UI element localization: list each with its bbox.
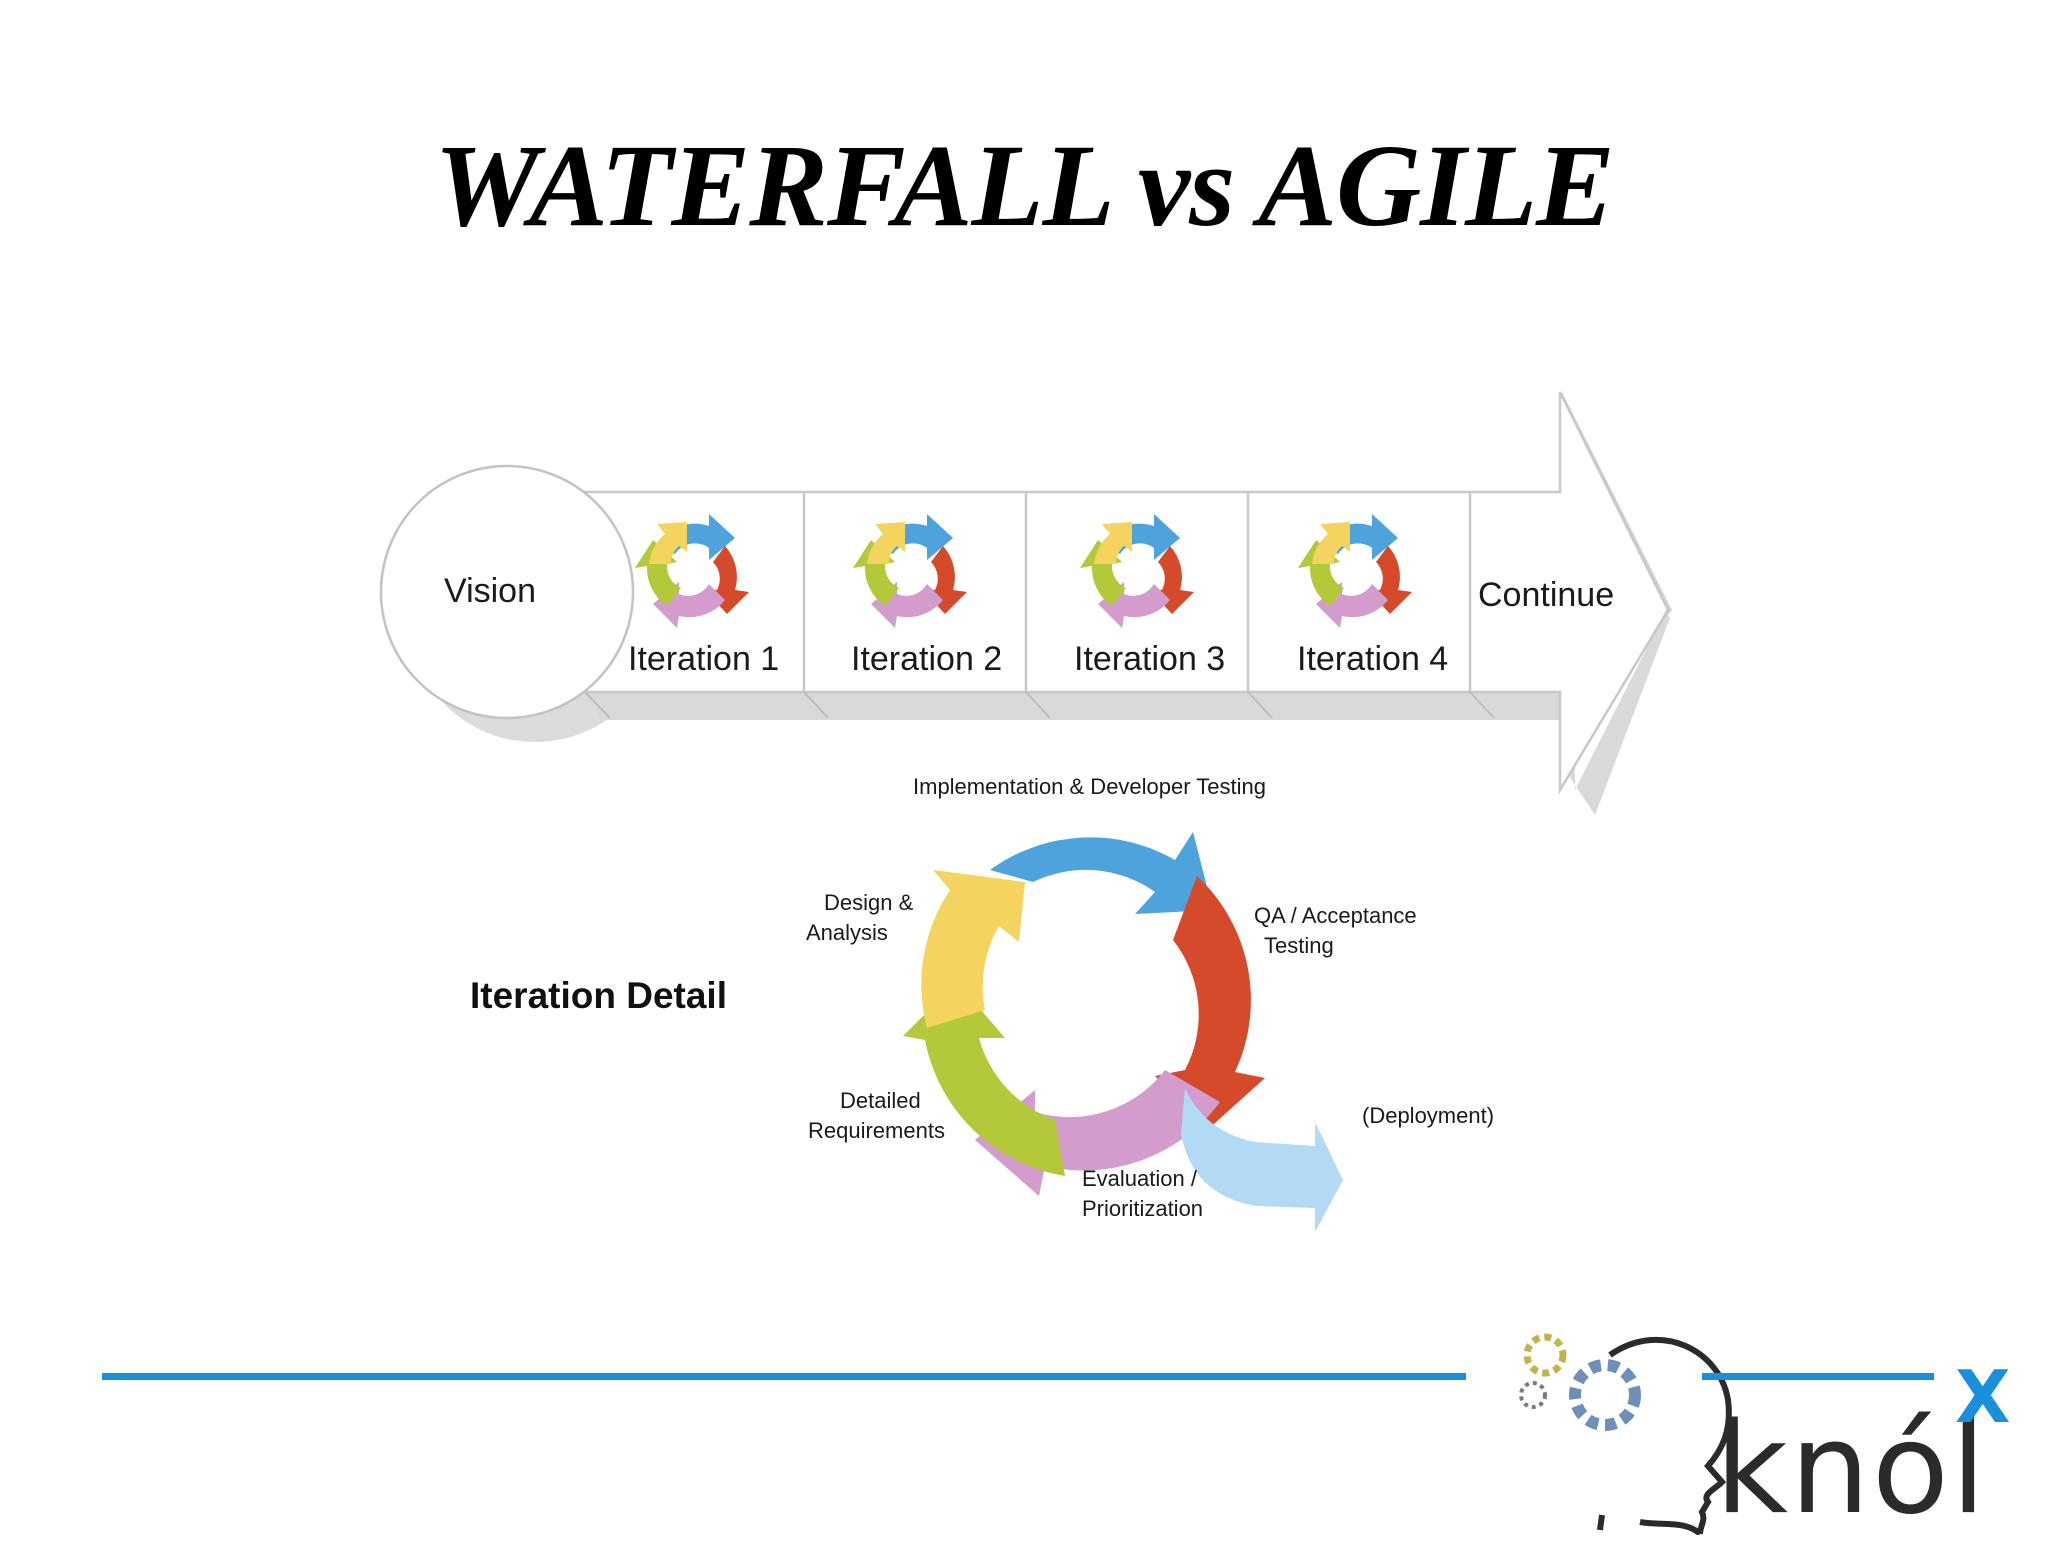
footer-line-left [102, 1373, 1466, 1380]
implementation-label: Implementation & Developer Testing [913, 774, 1267, 799]
cell-bevel [803, 691, 829, 719]
brand-logo-superscript: X [1955, 1355, 2011, 1439]
deployment-arrow [1181, 1088, 1343, 1232]
vision-circle [379, 464, 635, 720]
design-arrow [921, 870, 1025, 1028]
qa-label: QA / Acceptance Testing [1254, 903, 1417, 958]
iteration-2-label: Iteration 2 [851, 640, 1003, 678]
iteration-4-label: Iteration 4 [1297, 640, 1449, 678]
cell-bevel [584, 691, 611, 719]
implementation-arrow [990, 832, 1213, 914]
timeline-arrow [583, 391, 1670, 795]
brain-logo-icon [1519, 1333, 1732, 1535]
brand-logo-text: knól [1715, 1395, 1988, 1542]
iteration-3-label: Iteration 3 [1074, 640, 1226, 678]
cell-bevel [1247, 691, 1273, 719]
cell-bevel [1025, 691, 1051, 719]
evaluation-label: Evaluation / Prioritization [1082, 1166, 1204, 1221]
vision-label: Vision [444, 572, 536, 610]
continue-label: Continue [1478, 576, 1615, 614]
requirements-arrow [903, 982, 1065, 1176]
cell-bevel [1469, 691, 1495, 719]
design-label: Design & Analysis [806, 890, 914, 945]
footer-line-right [1702, 1373, 1934, 1380]
iteration-detail-heading: Iteration Detail [470, 975, 727, 1016]
page-title: WATERFALL vs AGILE [434, 120, 1615, 251]
iteration-1-label: Iteration 1 [628, 640, 780, 678]
deployment-label: (Deployment) [1362, 1103, 1495, 1128]
qa-arrow [1155, 876, 1265, 1132]
iteration-detail-cycle [903, 832, 1343, 1232]
arrow-shadow [585, 612, 1670, 815]
requirements-label: Detailed Requirements [808, 1088, 945, 1143]
